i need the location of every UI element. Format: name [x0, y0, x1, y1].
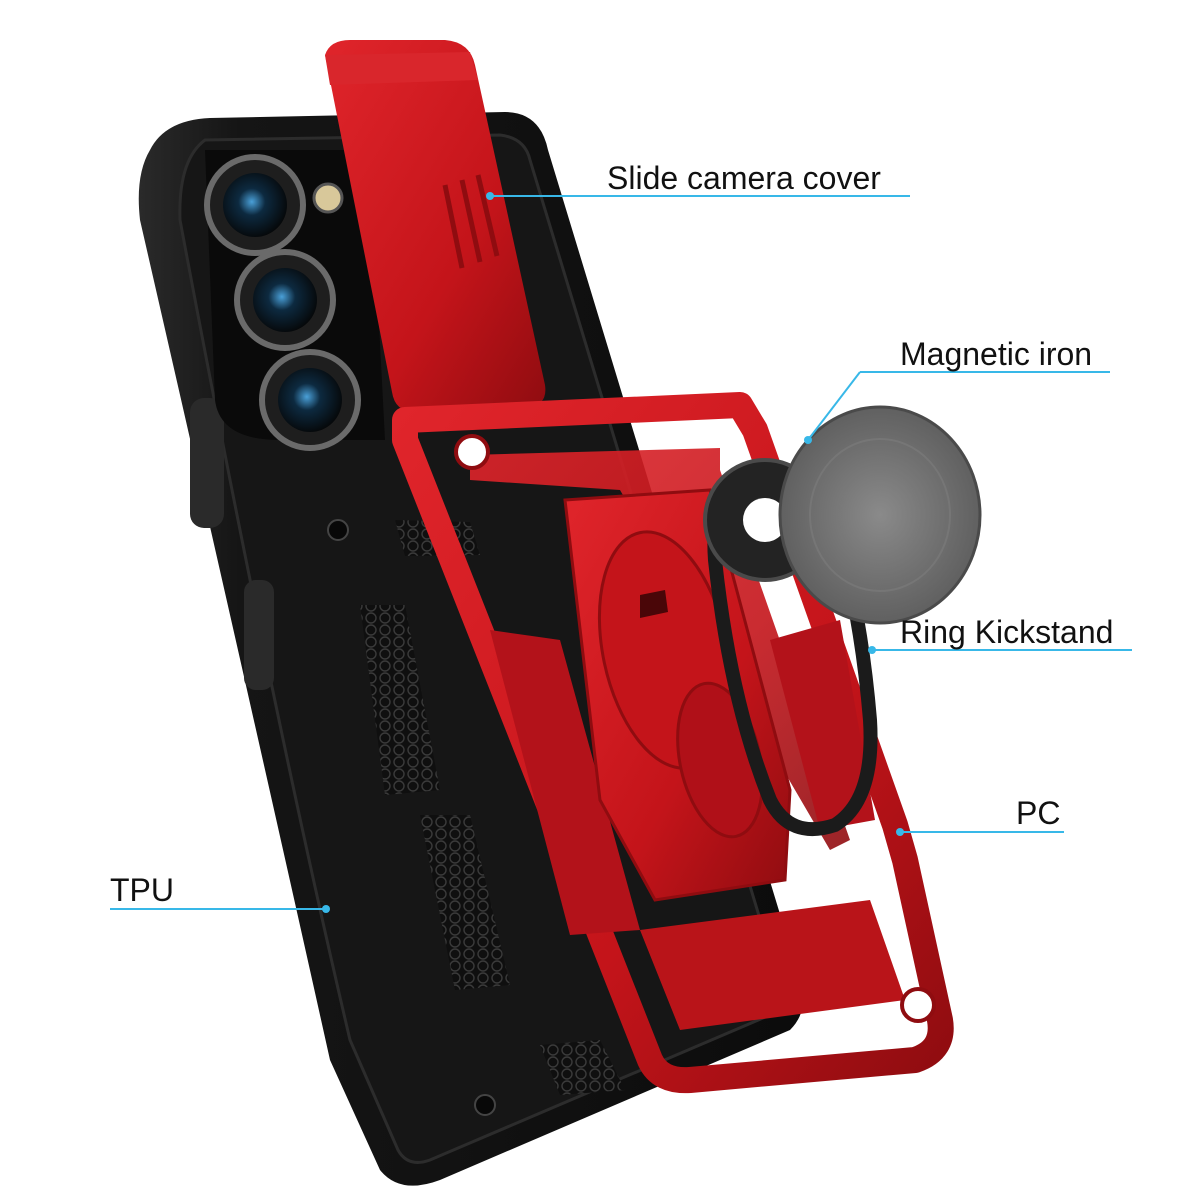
- callout-pc: PC: [1016, 795, 1061, 831]
- grip-pad-icon: [360, 605, 440, 795]
- magnetic-iron-disc: [778, 405, 982, 625]
- grip-pad-icon: [540, 1040, 625, 1095]
- callout-tpu: TPU: [110, 872, 174, 908]
- frame-hole-icon: [900, 987, 936, 1023]
- grip-pad-icon: [420, 815, 510, 990]
- callout-slide-camera-cover: Slide camera cover: [607, 160, 881, 196]
- screw-icon: [327, 519, 349, 541]
- side-button-icon: [244, 580, 274, 690]
- callout-magnetic-iron: Magnetic iron: [900, 336, 1093, 372]
- leader-lines: [110, 192, 1132, 913]
- camera-lenses: [204, 154, 361, 451]
- slide-camera-cover: [325, 40, 546, 412]
- grip-lines-icon: [442, 184, 465, 269]
- pc-frame: [392, 392, 954, 1094]
- side-button-icon: [190, 398, 224, 528]
- flash-icon: [312, 182, 344, 214]
- magnet-mount-icon: [640, 590, 668, 618]
- callout-ring-kickstand: Ring Kickstand: [900, 614, 1114, 650]
- screw-icon: [474, 1094, 496, 1116]
- frame-hole-icon: [454, 434, 490, 470]
